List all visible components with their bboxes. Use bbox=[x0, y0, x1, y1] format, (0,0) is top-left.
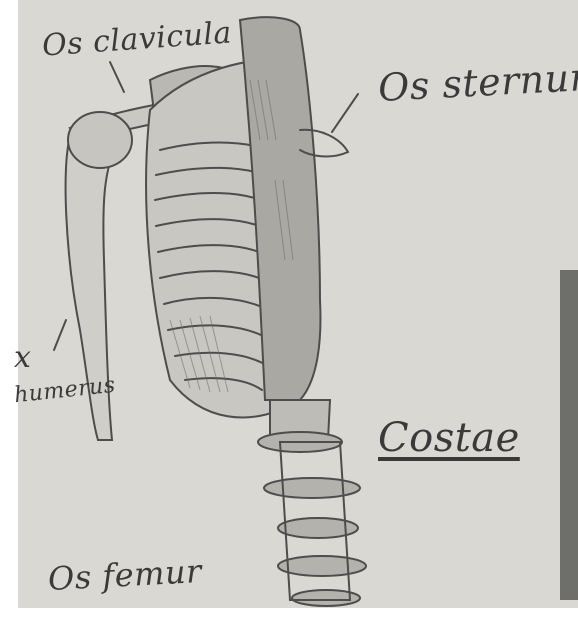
vertebra-2 bbox=[264, 478, 360, 498]
humerus-head bbox=[68, 112, 132, 168]
label-x-fragment: x bbox=[14, 340, 31, 375]
label-femur: Os femur bbox=[47, 552, 203, 598]
vertebra-4 bbox=[278, 556, 366, 576]
paper-edge-shadow bbox=[560, 270, 578, 600]
label-costae: Costae bbox=[378, 415, 520, 461]
